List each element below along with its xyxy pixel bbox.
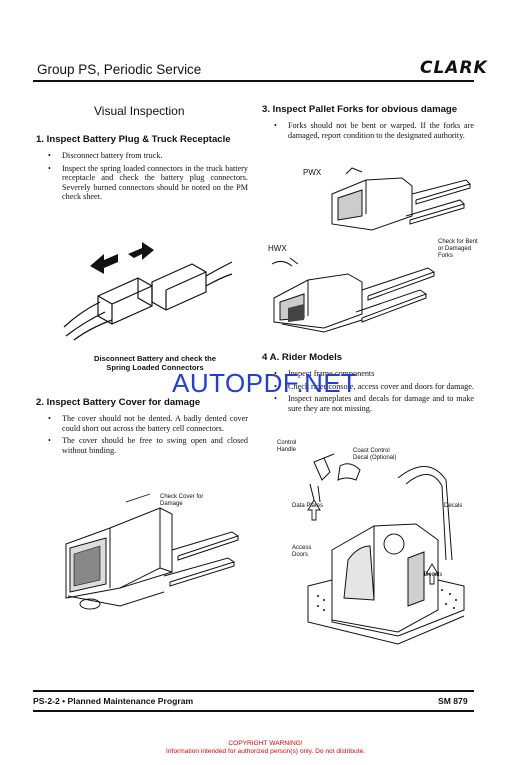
figure-caption-battery: Disconnect Battery and check the Spring … [94, 354, 216, 372]
list-item: Check rider console, access cover and do… [274, 382, 474, 392]
footer-bottom-rule [33, 710, 474, 712]
label-control-handle: Control Handle [277, 440, 297, 453]
section-4-heading: 4 A. Rider Models [262, 352, 343, 363]
list-item: Disconnect battery from truck. [48, 151, 248, 161]
label-hwx: HWX [268, 244, 287, 253]
copyright-notice: Information intended for authorized pers… [166, 748, 365, 755]
section-3-list: Forks should not be bent or warped. If t… [262, 121, 474, 140]
section-3-heading: 3. Inspect Pallet Forks for obvious dama… [262, 104, 458, 115]
section-title: Visual Inspection [94, 104, 185, 118]
section-3: 3. Inspect Pallet Forks for obvious dama… [262, 104, 474, 143]
callout-check-forks: Check for Bent or Damaged Forks [438, 239, 478, 259]
list-item: Inspect nameplates and decals for damage… [274, 394, 474, 413]
section-4-list: Inspect frame components Check rider con… [262, 369, 474, 413]
section-1: 1. Inspect Battery Plug & Truck Receptac… [36, 134, 248, 205]
section-2-heading: 2. Inspect Battery Cover for damage [36, 397, 201, 408]
label-decals-bottom: Decals [424, 572, 443, 578]
list-item: Forks should not be bent or warped. If t… [274, 121, 474, 140]
label-access-doors: Access Doors [292, 545, 312, 558]
list-item: Inspect frame components [274, 369, 474, 379]
battery-connector-illustration [63, 242, 233, 341]
list-item: The cover should not be dented. A badly … [48, 414, 248, 433]
section-4: 4 A. Rider Models Inspect frame componen… [262, 352, 474, 416]
section-2-list: The cover should not be dented. A badly … [36, 414, 248, 455]
battery-cover-illustration [65, 493, 240, 610]
rider-model-illustration [307, 453, 465, 645]
label-decals-top: Decals [444, 503, 463, 509]
list-item: Inspect the spring loaded connectors in … [48, 164, 248, 202]
label-data-plates: Data Plates [292, 503, 324, 509]
clark-logo: CLARK [420, 58, 488, 78]
footer-left: PS-2-2 • Planned Maintenance Program [33, 696, 194, 706]
header-rule [33, 80, 474, 82]
label-coast-control: Coast Control Decal (Optional) [353, 448, 397, 461]
watermark: AUTOPDF.NET [172, 368, 358, 398]
list-item: The cover should be free to swing open a… [48, 436, 248, 455]
pwx-truck-illustration [331, 167, 471, 231]
section-1-heading: 1. Inspect Battery Plug & Truck Receptac… [36, 134, 231, 145]
hwx-truck-illustration [271, 257, 436, 333]
page-header-title: Group PS, Periodic Service [37, 62, 202, 77]
callout-check-cover: Check Cover for Damage [160, 494, 204, 507]
section-2: 2. Inspect Battery Cover for damage The … [36, 397, 248, 458]
label-pwx: PWX [303, 168, 322, 177]
copyright-warning: COPYRIGHT WARNING! [228, 740, 303, 747]
footer-rule [33, 690, 474, 692]
section-1-list: Disconnect battery from truck. Inspect t… [36, 151, 248, 202]
footer-right: SM 879 [438, 696, 468, 706]
